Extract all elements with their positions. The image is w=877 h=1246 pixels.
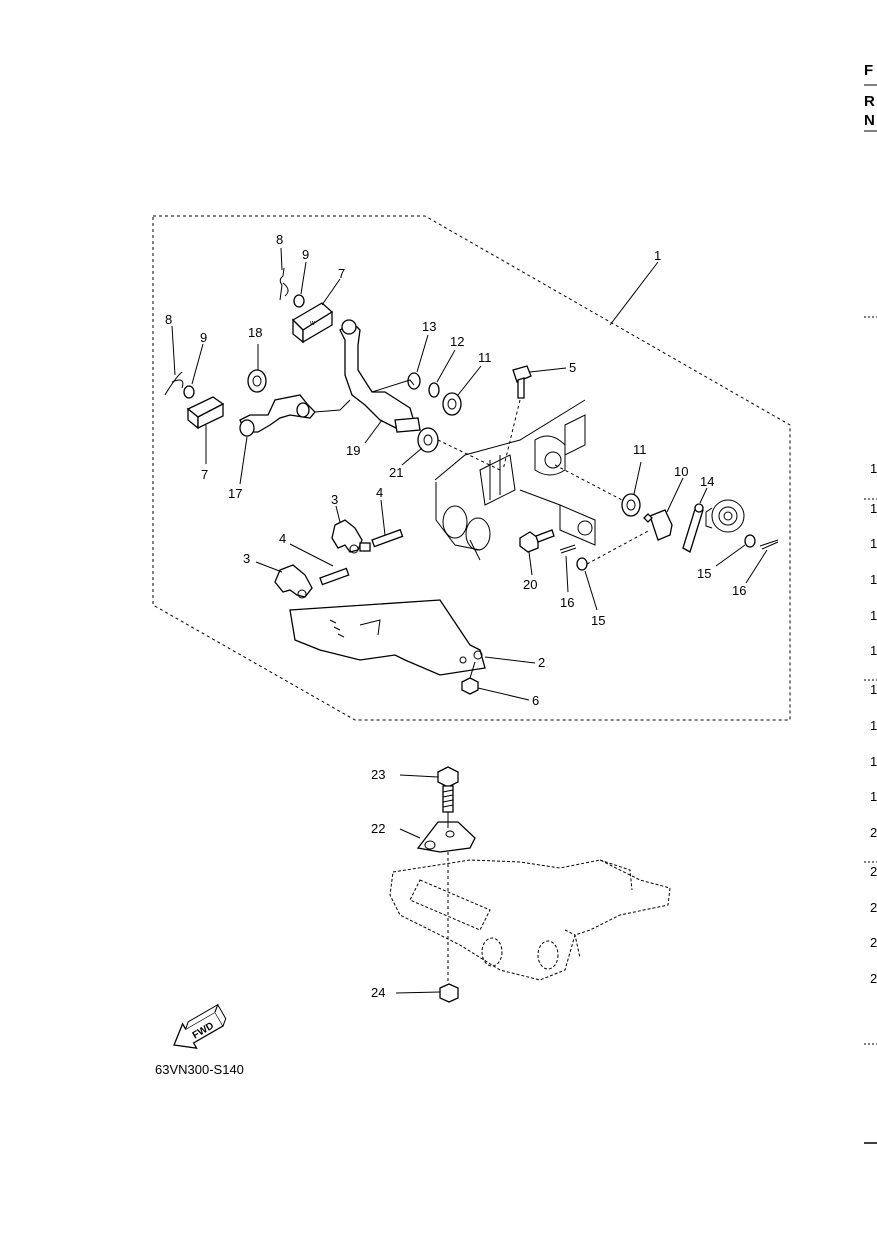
callout-9-lower: 9	[200, 330, 207, 345]
edge-row-digit: 1	[870, 536, 877, 551]
callout-24: 24	[371, 985, 385, 1000]
edge-row-digit: 1	[870, 572, 877, 587]
edge-row-digit: 1	[870, 682, 877, 697]
part-9-washer-lower	[183, 385, 195, 399]
part-22-plate	[416, 821, 476, 853]
part-10-lever	[643, 509, 673, 541]
callout-6: 6	[532, 693, 539, 708]
part-15-washer-left	[576, 557, 588, 571]
part-15-washer-right	[744, 534, 756, 548]
part-4-pin-lower	[319, 567, 350, 586]
edge-row-digit: 2	[870, 935, 877, 950]
callout-5: 5	[569, 360, 576, 375]
callout-16-right: 16	[732, 583, 746, 598]
right-edge-column: F R N 1 1 1 1 1 1 1 1 1 1 2 2 2 2 2	[864, 62, 877, 1144]
edge-row-digit: 2	[870, 825, 877, 840]
callout-11-upper: 11	[478, 350, 492, 365]
engine-housing	[434, 399, 596, 561]
callout-8-lower: 8	[165, 312, 172, 327]
callout-15-left: 15	[591, 613, 605, 628]
callout-13: 13	[422, 319, 436, 334]
edge-row-digit: 1	[870, 718, 877, 733]
part-24-nut	[439, 983, 459, 1003]
edge-row-digit: 1	[870, 608, 877, 623]
part-8-clip-upper	[279, 267, 289, 301]
shift-cam-hub	[705, 499, 745, 533]
callout-1: 1	[654, 248, 661, 263]
callout-8-upper: 8	[276, 232, 283, 247]
callout-9-upper: 9	[302, 247, 309, 262]
callout-7-lower: 7	[201, 467, 208, 482]
part-9-washer-upper	[293, 294, 305, 308]
assembly-boundary	[152, 215, 791, 721]
callout-3-lower: 3	[243, 551, 250, 566]
callout-18: 18	[248, 325, 262, 340]
callout-10: 10	[674, 464, 688, 479]
part-14-rod	[682, 503, 704, 553]
edge-row-digit: 1	[870, 754, 877, 769]
part-7-connector-lower	[186, 396, 225, 430]
part-16-pin-left	[559, 544, 577, 554]
callout-15-right: 15	[697, 566, 711, 581]
forward-arrow-icon: FWD	[173, 1003, 227, 1049]
edge-header-letter: R	[864, 93, 875, 110]
edge-header-letter: F	[864, 62, 873, 79]
callout-7-upper: 7	[338, 266, 345, 281]
callout-4-lower: 4	[279, 531, 286, 546]
part-8-clip-lower	[164, 371, 184, 396]
part-2-bracket	[289, 599, 486, 676]
part-6-nut	[461, 677, 479, 695]
edge-row-digit: 2	[870, 900, 877, 915]
callout-23: 23	[371, 767, 385, 782]
part-11-bush-lower	[621, 493, 641, 517]
callout-16-left: 16	[560, 595, 574, 610]
edge-row-digit: 1	[870, 643, 877, 658]
callout-20: 20	[523, 577, 537, 592]
callout-19: 19	[346, 443, 360, 458]
callout-22: 22	[371, 821, 385, 836]
callout-3-upper: 3	[331, 492, 338, 507]
part-13-washer	[407, 372, 421, 390]
diagram-code: 63VN300-S140	[155, 1062, 244, 1077]
engine-mount-base	[389, 859, 671, 981]
part-16-pin-right	[759, 539, 779, 550]
part-12-washer	[428, 382, 440, 398]
edge-row-digit: 1	[870, 789, 877, 804]
callout-2: 2	[538, 655, 545, 670]
part-4-pin-upper	[371, 528, 404, 548]
part-23-bolt	[437, 766, 459, 813]
callout-21: 21	[389, 465, 403, 480]
part-20-bolt	[519, 529, 555, 553]
callout-17: 17	[228, 486, 242, 501]
callout-4-upper: 4	[376, 485, 383, 500]
edge-row-digit: 1	[870, 461, 877, 476]
edge-row-digit: 1	[870, 501, 877, 516]
part-5-bolt	[512, 365, 532, 399]
callout-12: 12	[450, 334, 464, 349]
part-3-clamp-lower	[274, 564, 313, 599]
edge-row-digit: 2	[870, 971, 877, 986]
part-11-bush-upper	[442, 392, 462, 416]
callout-11-lower: 11	[633, 442, 647, 457]
callout-14: 14	[700, 474, 714, 489]
part-19-shift-arm	[339, 319, 421, 433]
part-3-clamp-upper	[331, 519, 371, 554]
part-7-connector-upper: w	[291, 302, 334, 344]
edge-header-letter: N	[864, 112, 875, 129]
mark-icon: w	[309, 320, 316, 327]
part-17-link-arm	[239, 394, 351, 437]
edge-row-digit: 2	[870, 864, 877, 879]
part-18-bush	[247, 369, 267, 393]
